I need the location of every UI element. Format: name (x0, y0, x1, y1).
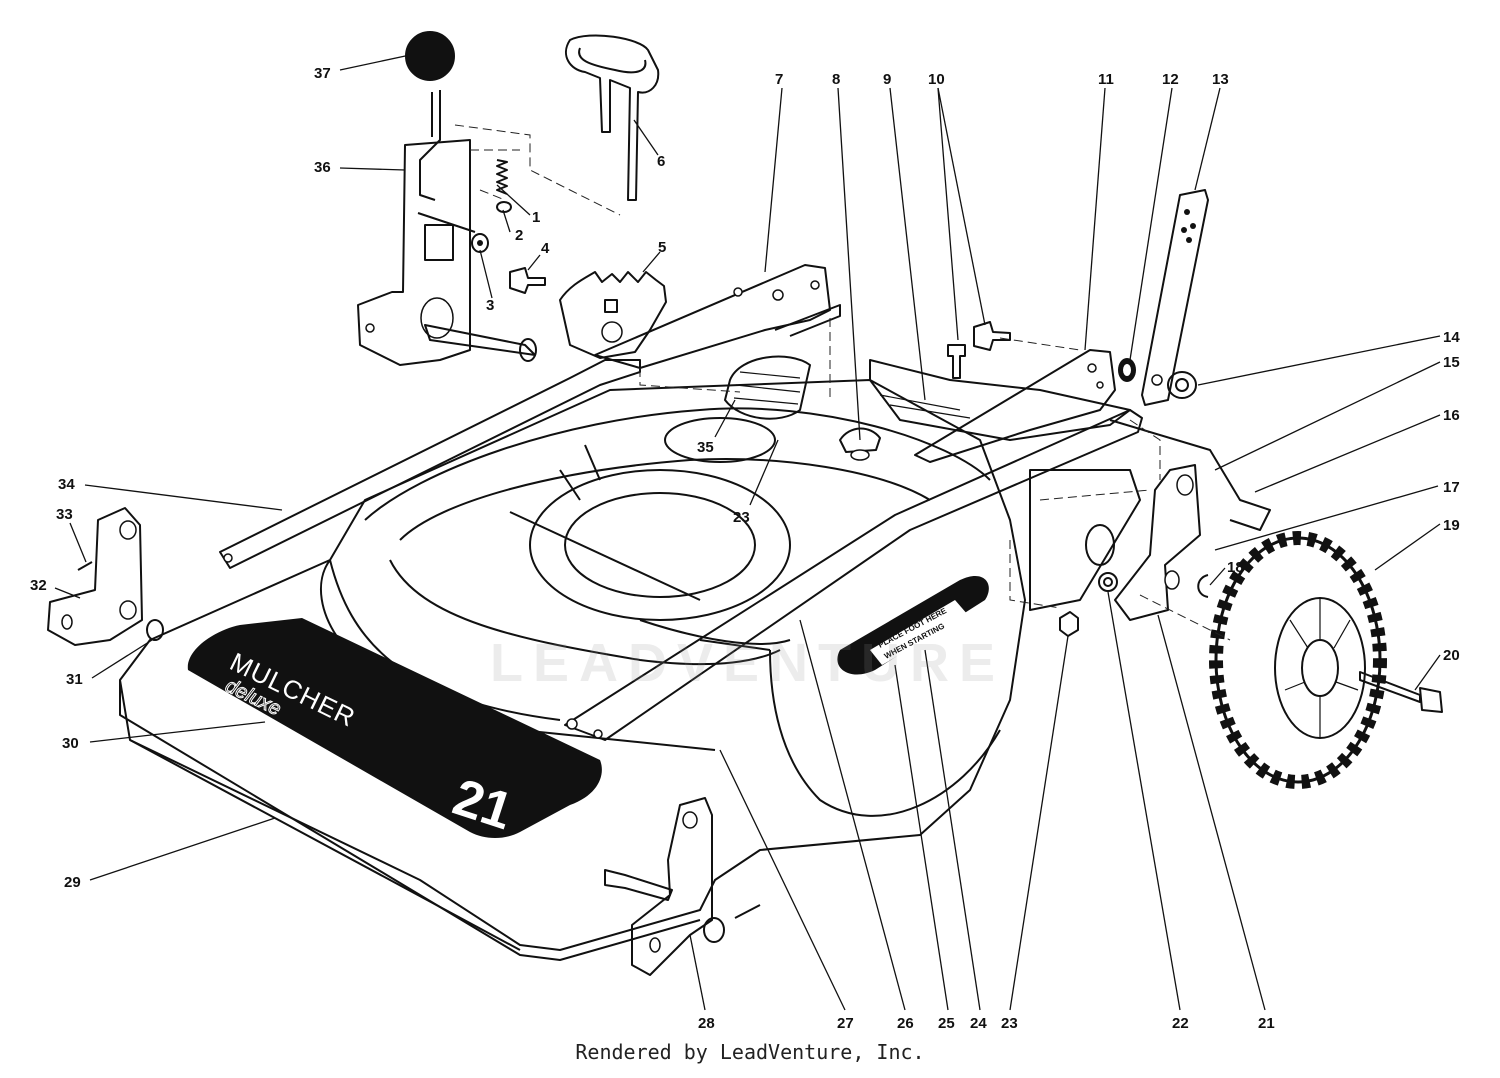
callout-22: 22 (1172, 1015, 1189, 1032)
adjuster-bracket-right (914, 349, 1116, 463)
wheel-bracket-front (604, 797, 761, 976)
callout-3: 3 (486, 297, 494, 314)
lever-spring (496, 159, 508, 195)
callout-23b: 23 (1001, 1015, 1018, 1032)
callout-8: 8 (832, 71, 840, 88)
callout-19: 19 (1443, 517, 1460, 534)
callout-21: 21 (1258, 1015, 1275, 1032)
callout-24: 24 (970, 1015, 987, 1032)
assembly-guides (639, 318, 1231, 641)
shift-lever (419, 90, 441, 201)
callout-23a: 23 (733, 509, 750, 526)
mower-deck (119, 379, 1026, 961)
watermark: LEADVENTURE (490, 633, 1006, 693)
handle-bar-right (564, 409, 1143, 741)
callout-29: 29 (64, 874, 81, 891)
callout-37: 37 (314, 65, 331, 82)
bolt-14 (1167, 371, 1197, 399)
callout-26: 26 (897, 1015, 914, 1032)
washer-small (471, 201, 512, 253)
height-adjuster-plate (559, 271, 667, 359)
bolt-4 (509, 267, 546, 294)
callout-14: 14 (1443, 329, 1460, 346)
callout-20: 20 (1443, 647, 1460, 664)
lever-dashed-guides (454, 124, 621, 216)
height-lever-bracket (357, 139, 537, 366)
lever-knob (405, 31, 455, 81)
callout-11: 11 (1098, 71, 1114, 88)
retainer-ring (1197, 574, 1209, 598)
wheel-bracket-right (1114, 464, 1201, 621)
callout-7: 7 (775, 71, 783, 88)
leader-lines (54, 54, 1441, 1011)
nut-22 (1098, 572, 1118, 592)
adjuster-bracket-left (594, 264, 841, 369)
callout-30: 30 (62, 735, 79, 752)
callout-32: 32 (30, 577, 47, 594)
callout-31: 31 (66, 671, 83, 688)
callout-34: 34 (58, 476, 75, 493)
callout-1: 1 (532, 209, 540, 226)
callout-35: 35 (697, 439, 714, 456)
rear-wheel (1209, 531, 1387, 789)
engine-mount-bracket (869, 359, 1131, 441)
callout-2: 2 (515, 227, 523, 244)
callout-36: 36 (314, 159, 331, 176)
handle-bar-left (219, 359, 641, 569)
callout-12: 12 (1162, 71, 1179, 88)
callout-6: 6 (657, 153, 665, 170)
link-13 (1141, 189, 1209, 406)
callout-10: 10 (928, 71, 945, 88)
bolt-10 (947, 321, 1011, 379)
callout-27: 27 (837, 1015, 854, 1032)
cotter-pin-33 (77, 561, 93, 571)
callout-18: 18 (1227, 559, 1244, 576)
t-handle-pin (565, 34, 660, 201)
callout-labels: 1 2 3 4 5 6 7 8 9 10 11 12 13 14 15 16 1… (30, 65, 1460, 1032)
callout-5: 5 (658, 239, 666, 256)
nut-23 (1059, 611, 1079, 637)
callout-33: 33 (56, 506, 73, 523)
callout-16: 16 (1443, 407, 1460, 424)
callout-15: 15 (1443, 354, 1460, 371)
render-credit: Rendered by LeadVenture, Inc. (575, 1040, 925, 1064)
callout-9: 9 (883, 71, 891, 88)
oil-fill-cap (839, 427, 881, 461)
wheel-bracket-left (47, 507, 164, 646)
callout-25: 25 (938, 1015, 955, 1032)
callout-28: 28 (698, 1015, 715, 1032)
callout-13: 13 (1212, 71, 1229, 88)
callout-4: 4 (541, 240, 550, 257)
washer-12 (1118, 358, 1136, 382)
engine-cylinder (724, 355, 811, 420)
axle-bolt (1359, 671, 1443, 713)
rear-chute (1029, 419, 1271, 611)
callout-17: 17 (1443, 479, 1460, 496)
